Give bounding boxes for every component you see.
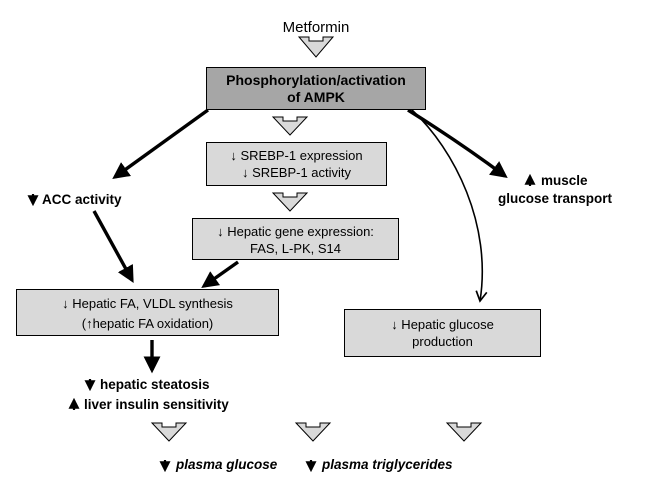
srebp-line-2: ↓ SREBP-1 activity [241,165,352,180]
arrow-gene-to-fa [201,260,239,288]
hepatic-fa-box: ↓ Hepatic FA, VLDL synthesis (↑hepatic F… [16,289,279,336]
ampk-line-1: Phosphorylation/activation [226,72,406,88]
ampk-box: Phosphorylation/activation of AMPK [206,67,426,110]
small-arrows [27,194,317,473]
arrow-ampk-to-acc [112,108,209,179]
ampk-line-2: of AMPK [287,89,345,105]
fa-line-2: (↑hepatic FA oxidation) [81,316,214,331]
plasma-glucose-label: plasma glucose [176,457,278,472]
arrow-acc-to-fa [92,210,134,283]
gene-line-1: ↓ Hepatic gene expression: [217,224,374,239]
srebp-line-1: ↓ SREBP-1 expression [230,148,363,163]
plasma-triglycerides-label: plasma triglycerides [322,457,453,472]
small-up-arrows [68,173,536,410]
metformin-label: Metformin [282,19,350,36]
hepatic-glucose-box: ↓ Hepatic glucose production [344,309,541,357]
fa-line-1: ↓ Hepatic FA, VLDL synthesis [62,296,233,311]
block-arrow-out-2 [294,422,332,442]
insulin-sensitivity-label: liver insulin sensitivity [84,397,229,412]
block-arrow-out-3 [445,422,483,442]
glucose-line-2: production [412,334,473,349]
acc-activity-label: ACC activity [42,192,122,207]
gene-line-2: FAS, L-PK, S14 [249,241,342,256]
arrow-ampk-to-glucose [411,109,488,303]
muscle-label: muscle [541,173,588,188]
block-arrow-gene [271,192,309,212]
srebp-box: ↓ SREBP-1 expression ↓ SREBP-1 activity [206,142,387,186]
block-arrows [150,36,483,442]
steatosis-label: hepatic steatosis [100,377,210,392]
block-arrow-srebp [271,116,309,136]
glucose-transport-label: glucose transport [498,191,613,206]
gene-expression-box: ↓ Hepatic gene expression: FAS, L-PK, S1… [192,218,399,260]
block-arrow-metformin [297,36,335,58]
glucose-line-1: ↓ Hepatic glucose [391,317,494,332]
block-arrow-out-1 [150,422,188,442]
